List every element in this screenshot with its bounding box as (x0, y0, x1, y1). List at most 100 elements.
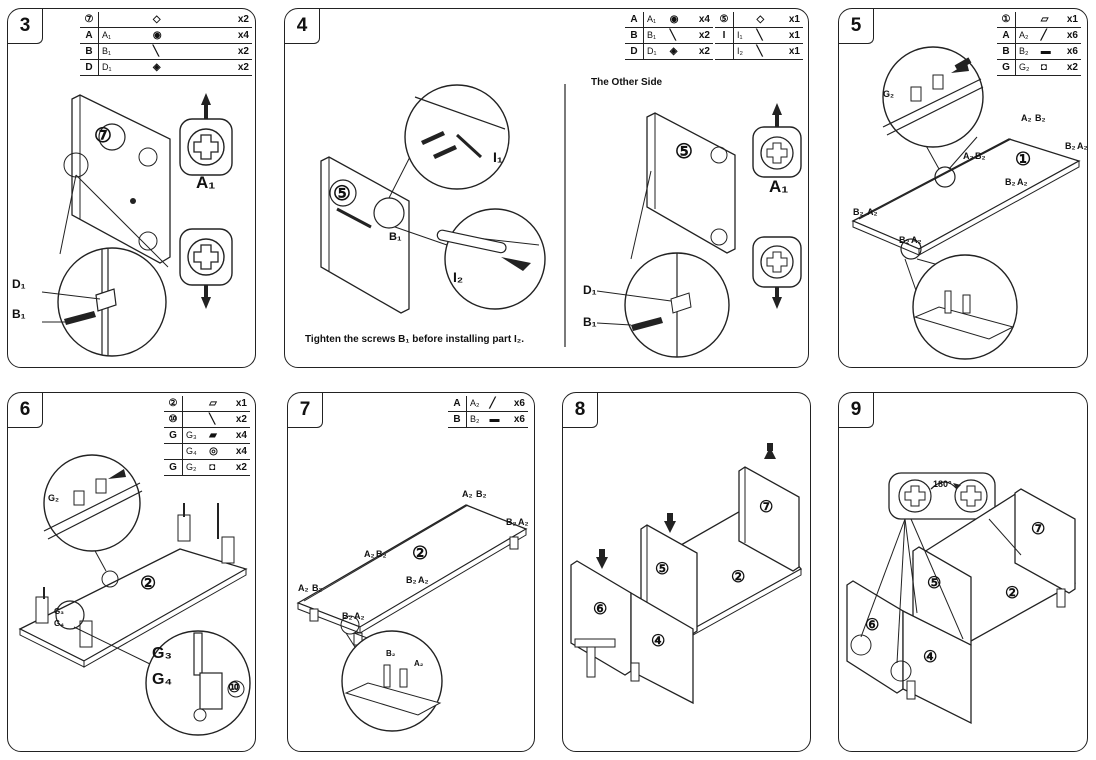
callout-label: B₁ (389, 231, 402, 243)
step-number: 5 (839, 9, 874, 44)
callout-label: G₃ (152, 645, 172, 662)
callout-label: B₂ (406, 575, 417, 585)
part-label: ② (412, 543, 429, 563)
step-caption: Tighten the screws B₁ before installing … (305, 334, 524, 345)
rod-icon: ╲ (753, 43, 776, 60)
callout-label: B₂ (975, 151, 986, 161)
callout-label: A₂ (911, 235, 922, 245)
bracket-icon: ◈ (149, 59, 198, 76)
step-3-illustration (8, 44, 255, 357)
callout-label: A₂ (298, 583, 309, 593)
step-6-illustration (18, 454, 251, 736)
screw-icon: ╲ (666, 27, 689, 44)
callout-label: D₁ (583, 283, 597, 297)
callout-label: G₂ (48, 493, 59, 503)
parts-row: I₂╲x1 (715, 43, 803, 60)
step-9-illustration (846, 472, 1076, 725)
parts-row: ②▱x1 (164, 396, 250, 412)
screw-icon: ╲ (149, 43, 198, 60)
part-label: ④ (923, 649, 938, 666)
step-7-illustration (296, 504, 528, 732)
bolt-icon: ▬ (1037, 43, 1059, 60)
callout-label: B₂ (1005, 177, 1016, 187)
step-number: 7 (288, 393, 323, 428)
callout-label: G₃ (54, 607, 64, 616)
callout-label: A₂ (364, 549, 375, 559)
callout-label: A₂ (963, 151, 974, 161)
bracket-icon: ◈ (666, 43, 689, 60)
bolt-icon: ▬ (486, 411, 507, 428)
step-4-illustration (320, 84, 802, 358)
step-4-panel: 4 (284, 8, 809, 368)
callout-label: A₂ (1077, 141, 1088, 151)
callout-label: ⑩ (228, 679, 241, 695)
parts-row: ⑤◇x1 (715, 12, 803, 28)
part-label: ④ (651, 633, 666, 650)
callout-label: B₂ (853, 207, 864, 217)
part-label: ⑦ (1031, 521, 1046, 538)
part-label: ⑤ (655, 561, 670, 578)
callout-label: B₁ (583, 315, 597, 329)
callout-label: A₂ (867, 207, 878, 217)
callout-label: I₂ (453, 269, 464, 285)
step-number: 6 (8, 393, 43, 428)
parts-row: ①▱x1 (997, 12, 1081, 28)
step-5-illustration (851, 46, 1081, 360)
callout-label: D₁ (12, 277, 26, 291)
part-label: ⑥ (593, 601, 608, 618)
part-label: ② (140, 573, 157, 593)
callout-label: B₂ (506, 517, 517, 527)
callout-label: B₂ (476, 489, 487, 499)
part-label: ⑤ (675, 141, 693, 163)
step-number: 9 (839, 393, 874, 428)
part-label: ⑦ (759, 499, 774, 516)
panel-icon: ▱ (206, 396, 227, 412)
callout-label: B₂ (1035, 113, 1046, 123)
washer-icon: ◎ (206, 443, 227, 460)
part-label: ① (1015, 149, 1032, 169)
part-label: ⑥ (865, 617, 880, 634)
step-8-illustration (570, 443, 802, 705)
rail-icon: ╲ (753, 27, 776, 44)
callout-label: B₂ (386, 649, 396, 658)
cam-lock-icon: ◉ (149, 27, 198, 44)
callout-label: G₄ (152, 671, 173, 688)
callout-label: B₂ (899, 235, 910, 245)
side-note: The Other Side (591, 77, 663, 88)
cam-lock-icon: ◉ (666, 12, 689, 28)
part-icon: ◇ (149, 12, 198, 28)
callout-label: B₂ (1065, 141, 1076, 151)
part-label: ⑤ (333, 183, 351, 205)
dowel-icon: ╱ (486, 396, 507, 412)
callout-label: B₂ (376, 549, 387, 559)
step-number: 4 (285, 9, 320, 44)
step-number: 8 (563, 393, 598, 428)
part-label: ② (731, 569, 746, 586)
part-label: ⑦ (94, 125, 112, 147)
callout-label: A₂ (354, 611, 365, 621)
parts-row: ⑩╲x2 (164, 411, 250, 428)
step-9-panel: 9 180° ⑦ ⑤ ② ⑥ ④ (838, 392, 1088, 752)
panel-icon: ▱ (1037, 12, 1059, 28)
callout-label: A₂ (418, 575, 429, 585)
callout-label: B₂ (312, 583, 323, 593)
callout-label: A₂ (414, 659, 424, 668)
leg-icon: ╲ (206, 411, 227, 428)
